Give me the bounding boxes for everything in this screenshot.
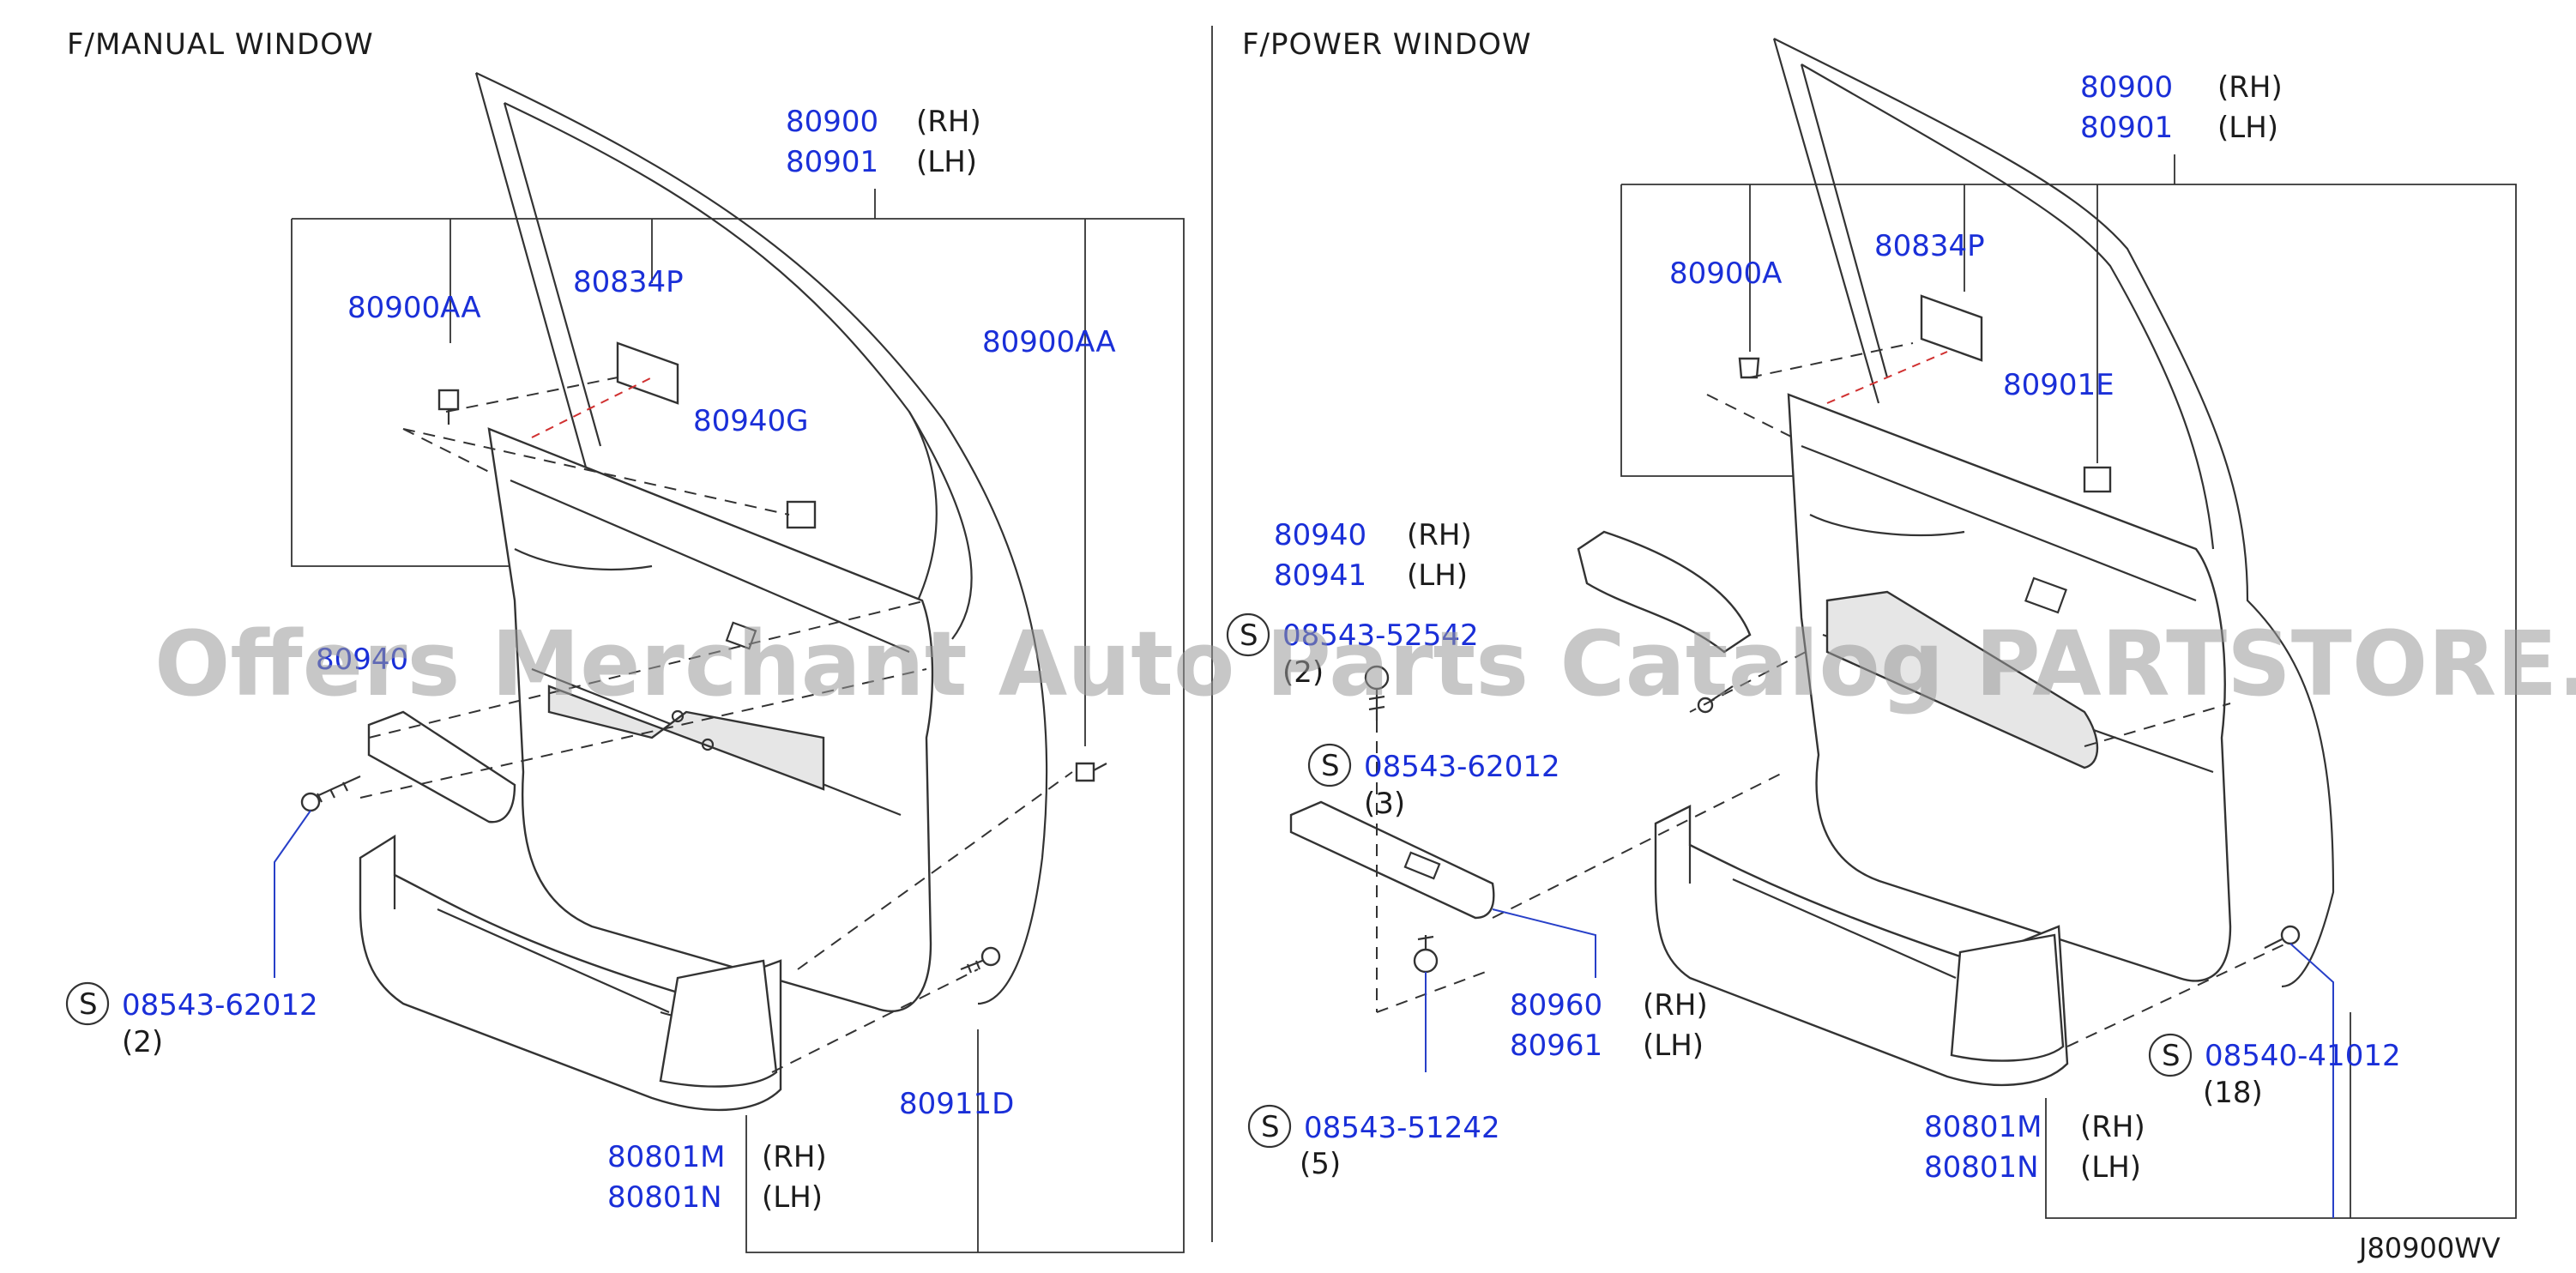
manual-glass-label: 80900 (RH) 80901 (LH) [786, 105, 981, 179]
manual-trim-lh-side: (LH) [762, 1180, 823, 1215]
manual-window-panel: F/MANUAL WINDOW [65, 27, 1185, 1253]
watermark-text: Offers Merchant Auto Parts Catalog PARTS… [154, 612, 2576, 716]
power-armrest [1577, 530, 1752, 654]
power-trim-rh-number: 80801M [1924, 1110, 2042, 1144]
power-trim-label: 80801M (RH) 80801N (LH) [1924, 1110, 2145, 1185]
manual-trim-rh-number: 80801M [607, 1140, 726, 1174]
power-switch-lh-side: (LH) [1643, 1029, 1704, 1063]
power-glass-lh-side: (LH) [2217, 111, 2278, 145]
manual-screw-number: 08543-62012 [122, 988, 318, 1023]
power-armrest-rh-side: (RH) [1407, 518, 1472, 552]
svg-text:S: S [1321, 749, 1340, 783]
manual-glass-rh-side: (RH) [916, 105, 981, 139]
manual-pull-handle [367, 710, 516, 824]
power-label-pad-icon [1920, 294, 1983, 362]
power-screw-top-number: 08543-52542 [1282, 618, 1479, 653]
power-screw-right-qty: (18) [2203, 1076, 2263, 1110]
power-glass-rh-side: (RH) [2217, 70, 2283, 105]
power-label-pad-label: 80834P [1874, 229, 1985, 263]
power-trim-lh-side: (LH) [2080, 1150, 2141, 1185]
power-switch-rh-number: 80960 [1510, 988, 1602, 1023]
power-glass-label: 80900 (RH) 80901 (LH) [2080, 70, 2283, 145]
power-clip-e-icon [2083, 466, 2112, 493]
diagram-code: J80900WV [2357, 1232, 2501, 1264]
power-switch-label: 80960 (RH) 80961 (LH) [1510, 988, 1708, 1063]
manual-screw-qty: (2) [122, 1025, 163, 1059]
power-assembly-box [1620, 154, 2517, 1219]
manual-trim-lh-number: 80801N [607, 1180, 722, 1215]
power-clip-a-icon [1738, 357, 1760, 379]
power-armrest-lh-number: 80941 [1274, 558, 1366, 593]
svg-text:S: S [1261, 1110, 1280, 1144]
power-armrest-lh-side: (LH) [1407, 558, 1468, 593]
screw-marker-icon [65, 981, 110, 1026]
manual-clip-g-icon [786, 500, 817, 529]
power-window-title: F/POWER WINDOW [1242, 27, 1531, 62]
screw-marker-icon [1226, 612, 1270, 657]
manual-screw-callout: S 08543-62012 (2) [65, 981, 318, 1059]
manual-assembly-box [291, 189, 1185, 1253]
screw-marker-icon [1307, 743, 1352, 787]
power-screw-mid-callout: S 08543-62012 (3) [1307, 743, 1560, 821]
power-clip-e-label: 80901E [2003, 368, 2114, 402]
power-armrest-rh-number: 80940 [1274, 518, 1366, 552]
power-window-panel: F/POWER WINDOW [1226, 27, 2517, 1264]
manual-glass-lh-side: (LH) [916, 145, 977, 179]
power-switch-lh-number: 80961 [1510, 1029, 1602, 1063]
manual-screw-left-icon [300, 775, 361, 812]
power-screw-bottom-callout: S 08543-51242 (5) [1247, 1104, 1500, 1181]
power-trim-rh-side: (RH) [2080, 1110, 2145, 1144]
manual-window-glass [474, 72, 1048, 1005]
manual-window-title: F/MANUAL WINDOW [67, 27, 374, 62]
svg-text:S: S [2162, 1039, 2181, 1073]
power-screw-right-number: 08540-41012 [2205, 1039, 2401, 1073]
power-trim-lh-number: 80801N [1924, 1150, 2039, 1185]
power-switch-rh-side: (RH) [1643, 988, 1708, 1023]
screw-marker-icon [1247, 1104, 1292, 1149]
svg-text:S: S [1240, 618, 1258, 653]
svg-text:S: S [79, 987, 98, 1022]
manual-trim-rh-side: (RH) [762, 1140, 827, 1174]
screw-marker-icon [2148, 1033, 2193, 1077]
power-glass-lh-number: 80901 [2080, 111, 2173, 145]
power-clip-a-label: 80900A [1669, 256, 1782, 291]
power-screw-top-callout: S 08543-52542 (2) [1226, 612, 1479, 690]
power-window-glass [1772, 38, 2335, 988]
manual-clip-right-label: 80900AA [982, 325, 1116, 359]
power-screw-top-icon [1364, 665, 1390, 721]
manual-glass-rh-number: 80900 [786, 105, 878, 139]
manual-window-regulator-cutout [547, 685, 825, 791]
manual-bolt-icon [960, 946, 1001, 974]
manual-clip-left-label: 80900AA [347, 291, 481, 325]
manual-pull-handle-label: 80940 [316, 643, 408, 677]
manual-bolt-label: 80911D [899, 1087, 1014, 1121]
power-screw-mid-number: 08543-62012 [1364, 750, 1560, 784]
power-armrest-label: 80940 (RH) 80941 (LH) [1274, 518, 1472, 593]
power-switch-panel [1289, 800, 1495, 920]
power-screw-bottom-number: 08543-51242 [1304, 1111, 1500, 1145]
manual-clip-left-icon [437, 389, 460, 425]
manual-clip-g-label: 80940G [693, 404, 809, 438]
manual-label-pad-icon [616, 341, 679, 405]
power-screw-top-qty: (2) [1282, 655, 1324, 690]
power-screw-mid-qty: (3) [1364, 787, 1405, 821]
power-glass-rh-number: 80900 [2080, 70, 2173, 105]
manual-label-pad-label: 80834P [573, 265, 684, 299]
power-screw-bottom-qty: (5) [1300, 1147, 1341, 1181]
power-screw-right-callout: S 08540-41012 (18) [2148, 1033, 2401, 1110]
manual-trim-label: 80801M (RH) 80801N (LH) [607, 1140, 827, 1215]
power-screw-bottom-icon [1413, 935, 1439, 974]
manual-glass-lh-number: 80901 [786, 145, 878, 179]
manual-clip-right-icon [1075, 762, 1107, 782]
power-switch-bezel [1825, 590, 2099, 769]
